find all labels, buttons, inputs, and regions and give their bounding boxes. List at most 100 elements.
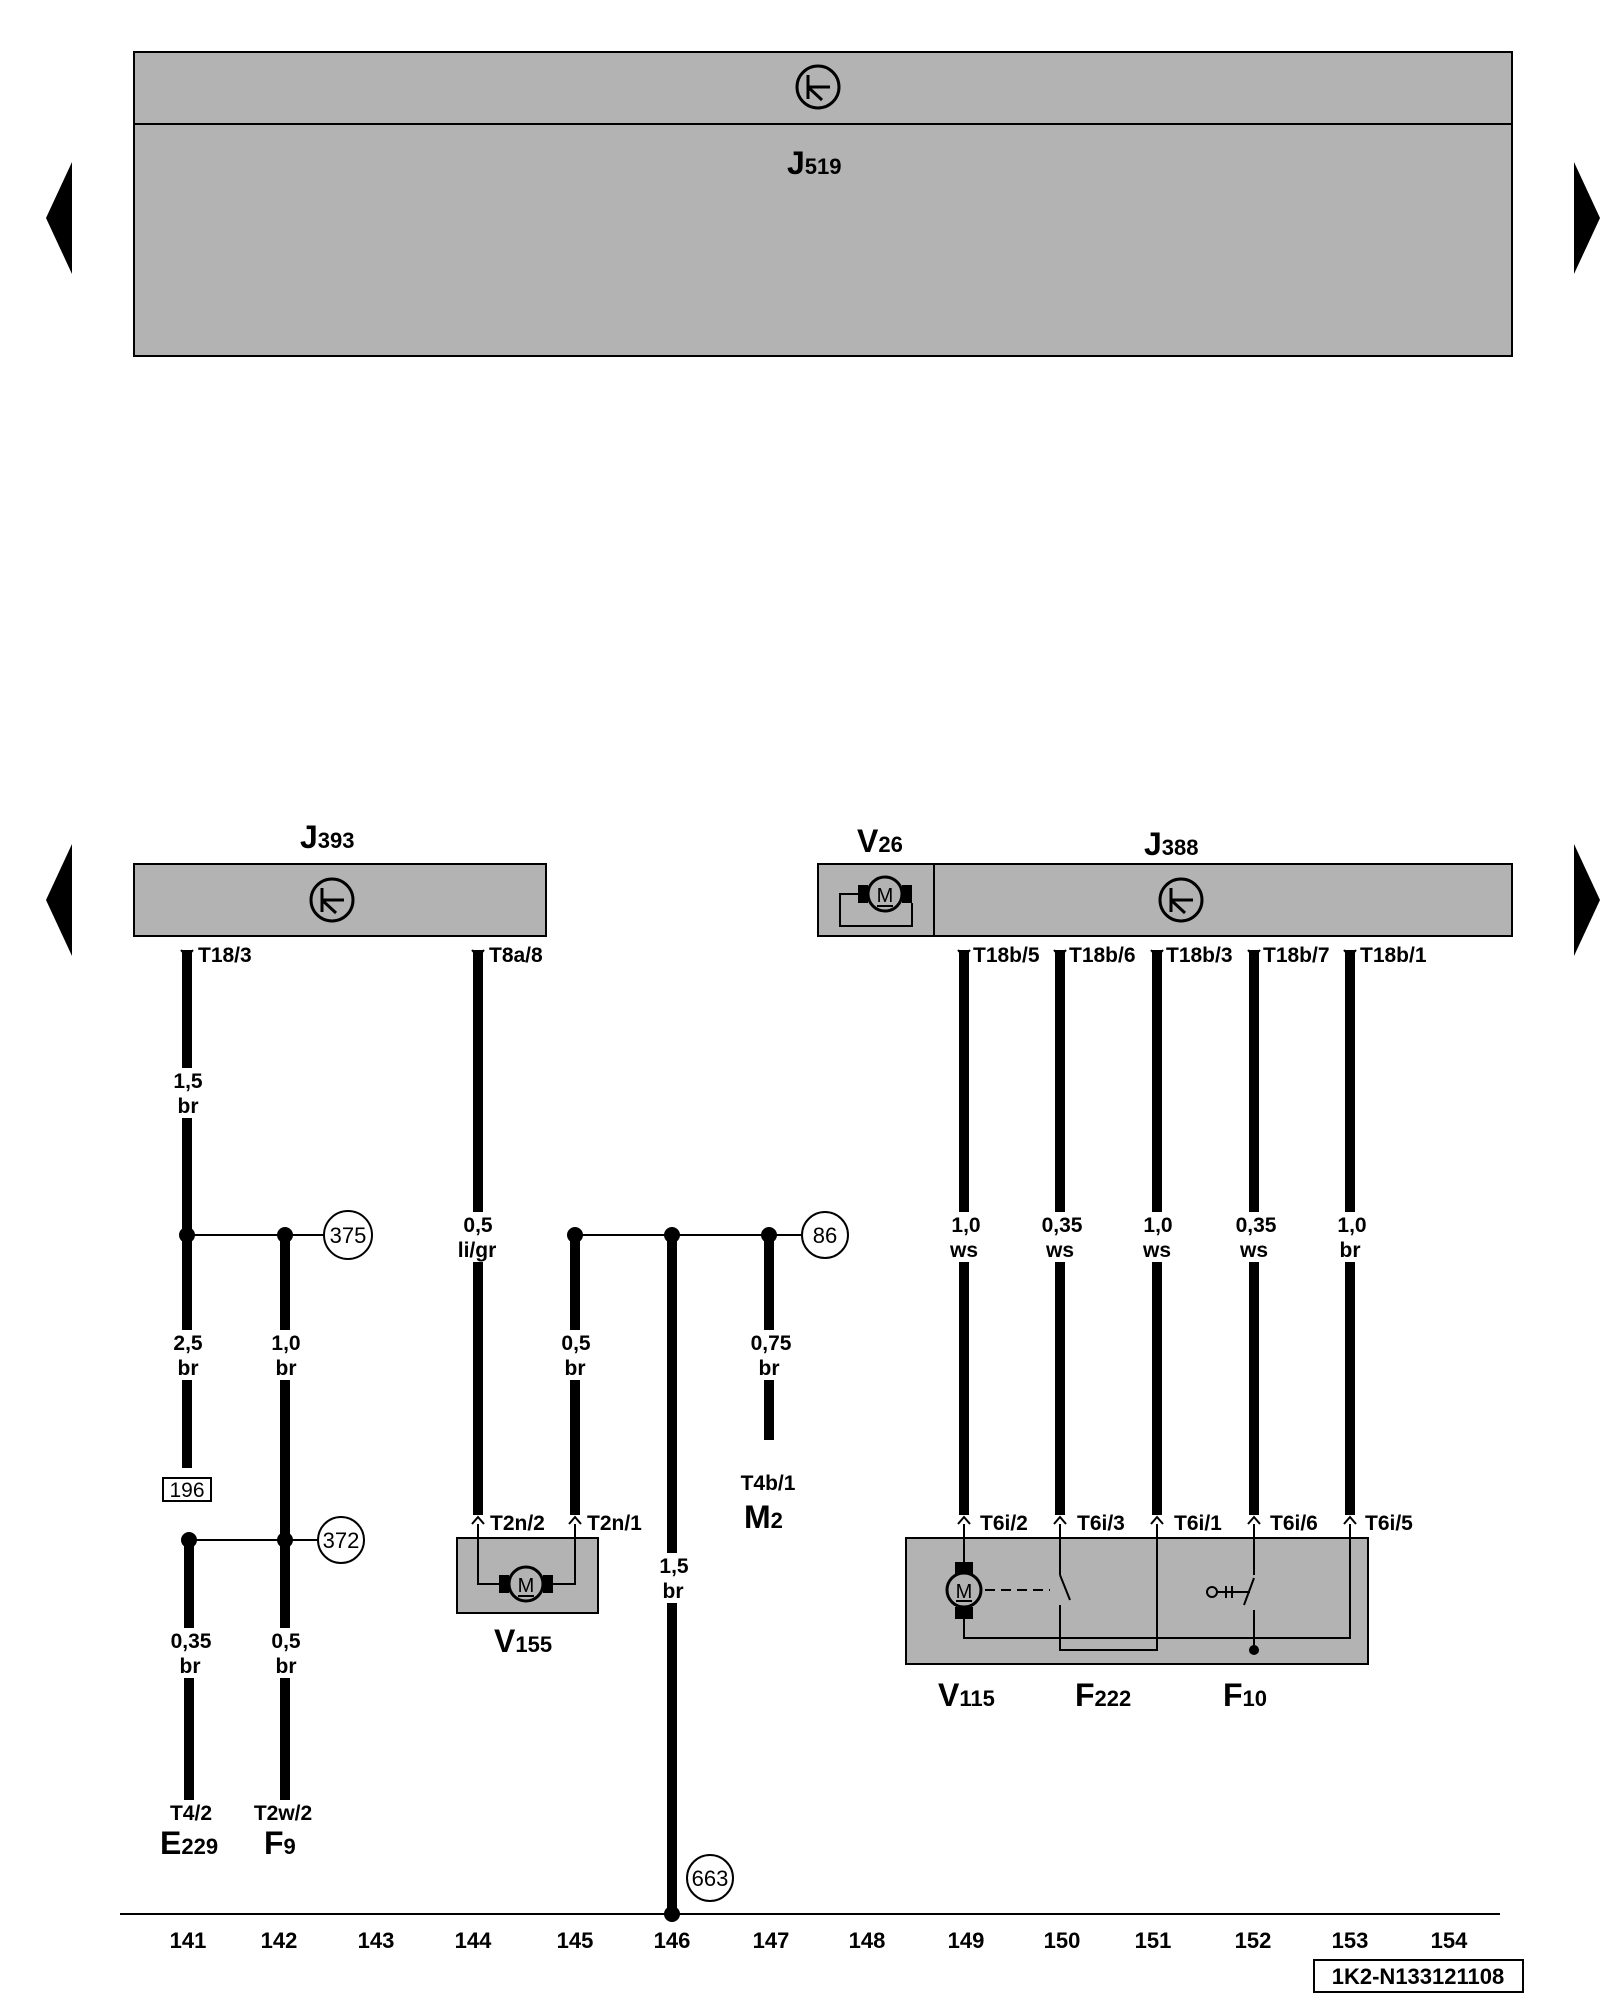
svg-text:ws: ws bbox=[949, 1239, 978, 1262]
svg-text:0,5: 0,5 bbox=[271, 1630, 301, 1653]
svg-text:2,5: 2,5 bbox=[173, 1332, 203, 1355]
connector-t4b-1: T4b/1 bbox=[741, 1472, 796, 1495]
component-v155-label: V155 bbox=[494, 1623, 552, 1659]
component-group-v115-f222-f10: M V115 F222 F10 bbox=[905, 1524, 1369, 1713]
module-j393-label: J393 bbox=[300, 819, 355, 855]
svg-text:372: 372 bbox=[323, 1528, 360, 1553]
svg-text:br: br bbox=[178, 1095, 199, 1118]
switch-icon bbox=[1206, 1524, 1259, 1655]
motor-icon: M bbox=[499, 1565, 553, 1603]
connector-t18b-1: T18b/1 bbox=[1360, 944, 1427, 967]
ruler-149: 149 bbox=[948, 1928, 985, 1953]
ref-372: 372 bbox=[285, 1516, 365, 1564]
connector-t18b-5: T18b/5 bbox=[973, 944, 1040, 967]
svg-text:1K2-N133121108: 1K2-N133121108 bbox=[1332, 1964, 1504, 1989]
svg-text:196: 196 bbox=[169, 1479, 204, 1502]
connector-arrows bbox=[180, 949, 1357, 1525]
ref-375: 375 bbox=[285, 1210, 373, 1260]
connector-t18b-3: T18b/3 bbox=[1166, 944, 1233, 967]
svg-text:1,5: 1,5 bbox=[173, 1070, 203, 1093]
svg-text:375: 375 bbox=[330, 1223, 367, 1248]
svg-text:ws: ws bbox=[1239, 1239, 1268, 1262]
svg-text:663: 663 bbox=[692, 1866, 729, 1891]
transistor-icon bbox=[1158, 877, 1204, 923]
ruler-144: 144 bbox=[455, 1928, 492, 1953]
previous-page-arrow-lower[interactable] bbox=[46, 844, 72, 956]
ruler-147: 147 bbox=[753, 1928, 790, 1953]
component-f222-label: F222 bbox=[1075, 1677, 1131, 1713]
connector-t18b-7: T18b/7 bbox=[1263, 944, 1330, 967]
component-e229-label: E229 bbox=[160, 1825, 218, 1861]
junction-dots bbox=[179, 1227, 777, 1922]
svg-text:br: br bbox=[178, 1357, 199, 1380]
ruler-154: 154 bbox=[1431, 1928, 1468, 1953]
connector-labels: T18/3 T8a/8 T18b/5 T18b/6 T18b/3 T18b/7 … bbox=[170, 944, 1427, 1825]
module-v26-label: V26 bbox=[857, 823, 903, 859]
svg-text:br: br bbox=[1340, 1239, 1361, 1262]
ruler-145: 145 bbox=[557, 1928, 594, 1953]
svg-text:1,0: 1,0 bbox=[1337, 1214, 1366, 1237]
connector-t18-3: T18/3 bbox=[198, 944, 252, 967]
connector-t2n-1: T2n/1 bbox=[587, 1512, 642, 1535]
previous-page-arrow[interactable] bbox=[46, 162, 72, 274]
svg-text:br: br bbox=[276, 1655, 297, 1678]
connector-t6i-6: T6i/6 bbox=[1270, 1512, 1318, 1535]
svg-text:M: M bbox=[518, 1575, 535, 1597]
svg-text:li/gr: li/gr bbox=[458, 1239, 497, 1262]
module-j519-label: J519 bbox=[787, 145, 842, 181]
svg-text:br: br bbox=[276, 1357, 297, 1380]
svg-text:M: M bbox=[956, 1581, 973, 1603]
connector-t8a-8: T8a/8 bbox=[489, 944, 543, 967]
svg-text:1,5: 1,5 bbox=[659, 1555, 689, 1578]
component-f10-label: F10 bbox=[1223, 1677, 1267, 1713]
document-id: 1K2-N133121108 bbox=[1313, 1959, 1524, 1993]
module-j388: M V26 J388 bbox=[817, 823, 1513, 937]
svg-text:86: 86 bbox=[813, 1223, 837, 1248]
module-j519: J519 bbox=[133, 51, 1513, 357]
connector-t2n-2: T2n/2 bbox=[490, 1512, 545, 1535]
ruler-142: 142 bbox=[261, 1928, 298, 1953]
svg-text:M: M bbox=[877, 885, 894, 907]
connector-t6i-3: T6i/3 bbox=[1077, 1512, 1125, 1535]
component-f9-label: F9 bbox=[264, 1825, 296, 1861]
svg-text:1,0: 1,0 bbox=[1143, 1214, 1172, 1237]
svg-text:0,35: 0,35 bbox=[1236, 1214, 1277, 1237]
svg-text:br: br bbox=[759, 1357, 780, 1380]
ruler-153: 153 bbox=[1332, 1928, 1369, 1953]
component-v155: M V155 bbox=[456, 1524, 599, 1659]
svg-text:1,0: 1,0 bbox=[951, 1214, 980, 1237]
ruler-141: 141 bbox=[170, 1928, 207, 1953]
svg-text:0,35: 0,35 bbox=[1042, 1214, 1083, 1237]
svg-text:ws: ws bbox=[1142, 1239, 1171, 1262]
svg-text:br: br bbox=[663, 1580, 684, 1603]
connector-t18b-6: T18b/6 bbox=[1069, 944, 1136, 967]
component-m2-label: M2 bbox=[744, 1499, 783, 1535]
motor-icon: M bbox=[945, 1562, 983, 1619]
connector-t6i-1: T6i/1 bbox=[1174, 1512, 1222, 1535]
next-page-arrow-lower[interactable] bbox=[1574, 844, 1600, 956]
module-j388-label: J388 bbox=[1144, 826, 1199, 862]
svg-text:1,0: 1,0 bbox=[271, 1332, 300, 1355]
ruler-148: 148 bbox=[849, 1928, 886, 1953]
transistor-icon bbox=[795, 64, 841, 110]
svg-text:0,75: 0,75 bbox=[751, 1332, 792, 1355]
connector-t4-2: T4/2 bbox=[170, 1802, 212, 1825]
ruler-152: 152 bbox=[1235, 1928, 1272, 1953]
connector-t2w-2: T2w/2 bbox=[254, 1802, 312, 1825]
connector-t6i-2: T6i/2 bbox=[980, 1512, 1028, 1535]
svg-text:0,5: 0,5 bbox=[463, 1214, 493, 1237]
ruler-146: 146 bbox=[654, 1928, 691, 1953]
svg-text:br: br bbox=[180, 1655, 201, 1678]
svg-text:br: br bbox=[565, 1357, 586, 1380]
svg-text:0,35: 0,35 bbox=[171, 1630, 212, 1653]
component-v115-label: V115 bbox=[938, 1677, 995, 1713]
switch-icon bbox=[1059, 1524, 1158, 1651]
ref-86: 86 bbox=[769, 1211, 849, 1259]
svg-text:ws: ws bbox=[1045, 1239, 1074, 1262]
connector-t6i-5: T6i/5 bbox=[1365, 1512, 1413, 1535]
ruler-151: 151 bbox=[1135, 1928, 1172, 1953]
current-track-ruler: 141 142 143 144 145 146 147 148 149 150 … bbox=[170, 1928, 1468, 1953]
next-page-arrow[interactable] bbox=[1574, 162, 1600, 274]
